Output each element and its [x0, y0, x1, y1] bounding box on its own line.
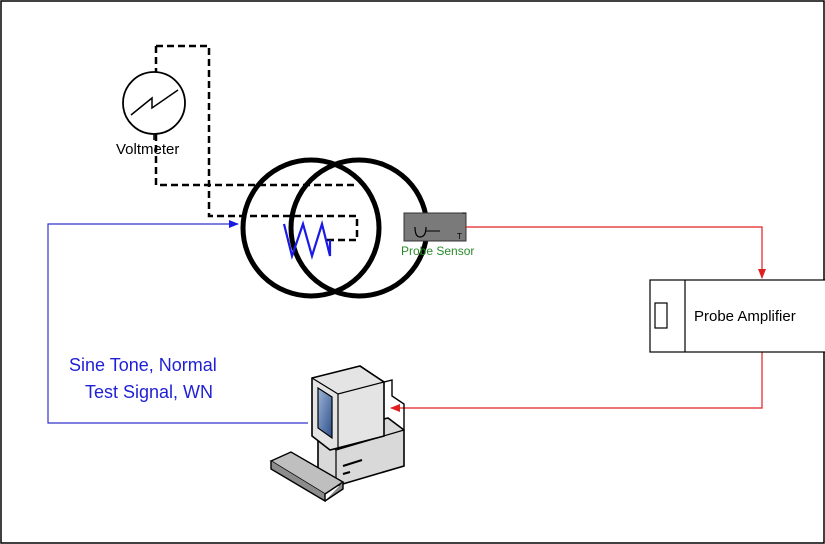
keyboard-icon	[269, 451, 345, 503]
sensor-to-amplifier-path	[466, 226, 766, 279]
probe-sensor-icon	[403, 212, 467, 242]
voltmeter-label: Voltmeter	[116, 141, 179, 158]
signal-label-line1: Sine Tone, Normal	[69, 355, 217, 375]
voltmeter-wiring	[154, 44, 359, 242]
transformer-icon	[240, 157, 430, 299]
signal-label-line2: Test Signal, WN	[85, 382, 213, 402]
coil-icon	[282, 219, 332, 260]
probe-sensor-label: Probe Sensor	[401, 244, 474, 258]
signal-path	[47, 220, 308, 424]
amplifier-to-computer-path	[390, 352, 763, 412]
probe-sensor-mark: T	[457, 232, 462, 241]
probe-amplifier-label: Probe Amplifier	[694, 308, 796, 325]
voltmeter-icon	[122, 71, 186, 140]
probe-amplifier-icon	[649, 279, 825, 353]
computer-icon	[311, 365, 405, 487]
